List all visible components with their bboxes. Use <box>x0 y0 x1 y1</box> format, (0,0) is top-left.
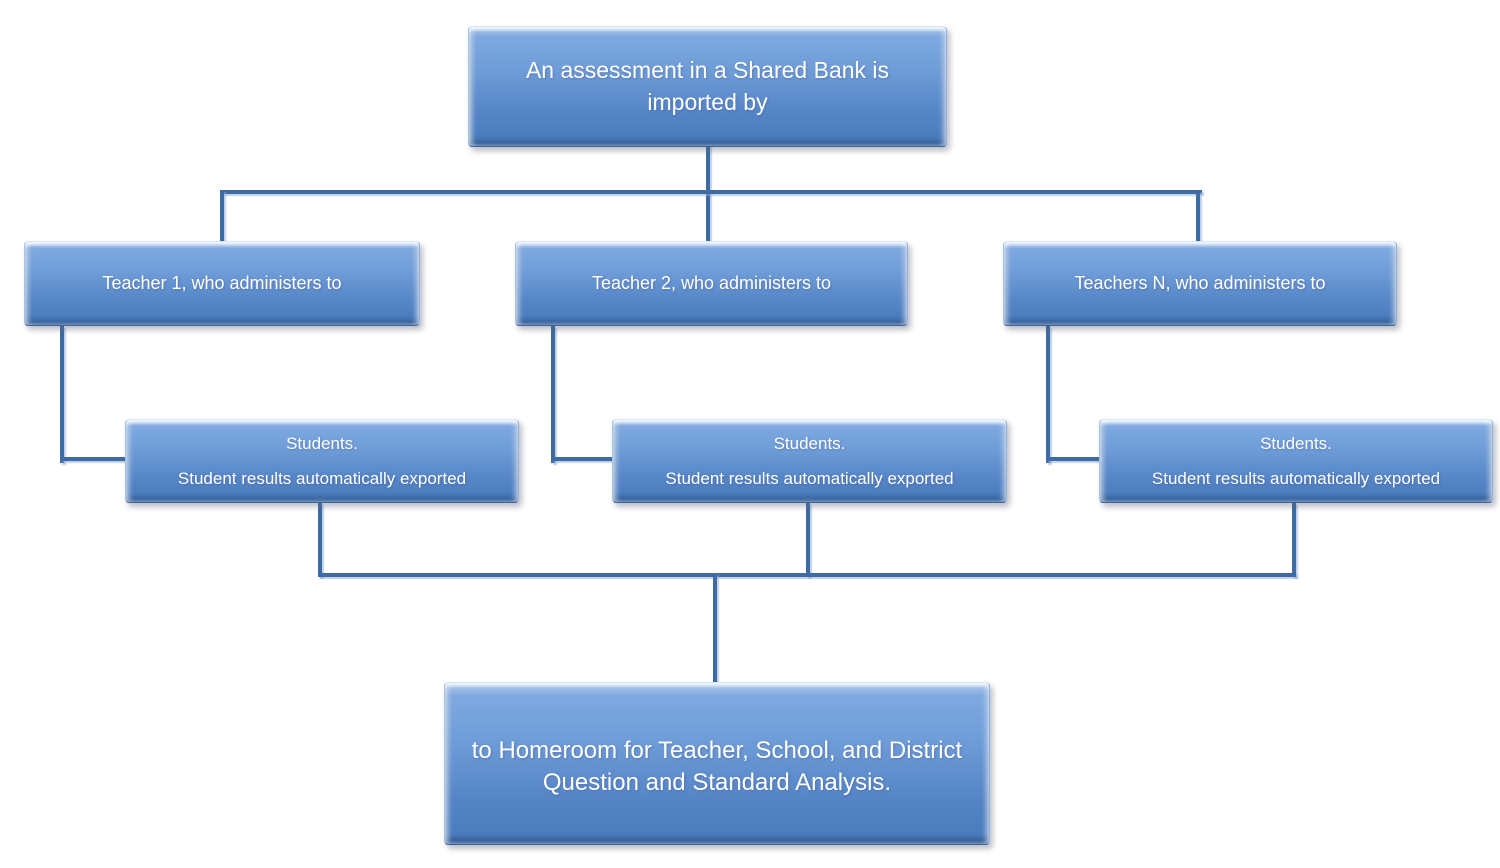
connector-students-3-drop <box>1292 503 1296 577</box>
node-students-2-line1: Students. <box>773 433 846 453</box>
connector-students-bus <box>318 573 1296 577</box>
connector-teachers-bus <box>220 190 1202 194</box>
node-students-2-line2: Student results automatically exported <box>665 469 954 488</box>
node-students-1: Students. Student results automatically … <box>125 419 519 503</box>
node-teacher-1: Teacher 1, who administers to <box>24 241 420 326</box>
node-assessment-import-label: An assessment in a Shared Bank is import… <box>525 57 890 115</box>
node-students-3: Students. Student results automatically … <box>1099 419 1493 503</box>
connector-students-1-drop <box>318 503 322 577</box>
connector-bus-to-teacher-1 <box>220 190 224 243</box>
node-homeroom-analysis: to Homeroom for Teacher, School, and Dis… <box>444 682 990 845</box>
connector-bus-to-teachers-n <box>1196 190 1200 243</box>
node-homeroom-analysis-label: to Homeroom for Teacher, School, and Dis… <box>471 736 963 796</box>
connector-teacher-2-drop <box>551 326 555 463</box>
connector-teacher-1-elbow <box>60 457 126 461</box>
node-teacher-2-label: Teacher 2, who administers to <box>591 272 832 293</box>
node-teacher-2: Teacher 2, who administers to <box>515 241 908 326</box>
node-assessment-import: An assessment in a Shared Bank is import… <box>468 26 947 147</box>
connector-teachers-n-elbow <box>1046 457 1100 461</box>
node-teachers-n: Teachers N, who administers to <box>1003 241 1397 326</box>
node-students-1-line2: Student results automatically exported <box>177 469 467 488</box>
connector-students-2-drop <box>806 503 810 577</box>
connector-sink-drop <box>713 573 717 684</box>
node-students-2: Students. Student results automatically … <box>612 419 1007 503</box>
node-teacher-1-label: Teacher 1, who administers to <box>102 272 342 293</box>
node-students-1-line1: Students. <box>286 433 358 453</box>
connector-teacher-1-drop <box>60 326 64 463</box>
node-students-3-line1: Students. <box>1260 433 1332 453</box>
connector-teachers-n-drop <box>1046 326 1050 463</box>
connector-root-drop <box>706 145 710 243</box>
node-teachers-n-label: Teachers N, who administers to <box>1074 272 1326 293</box>
node-students-3-line2: Student results automatically exported <box>1151 469 1441 488</box>
connector-teacher-2-elbow <box>551 457 613 461</box>
